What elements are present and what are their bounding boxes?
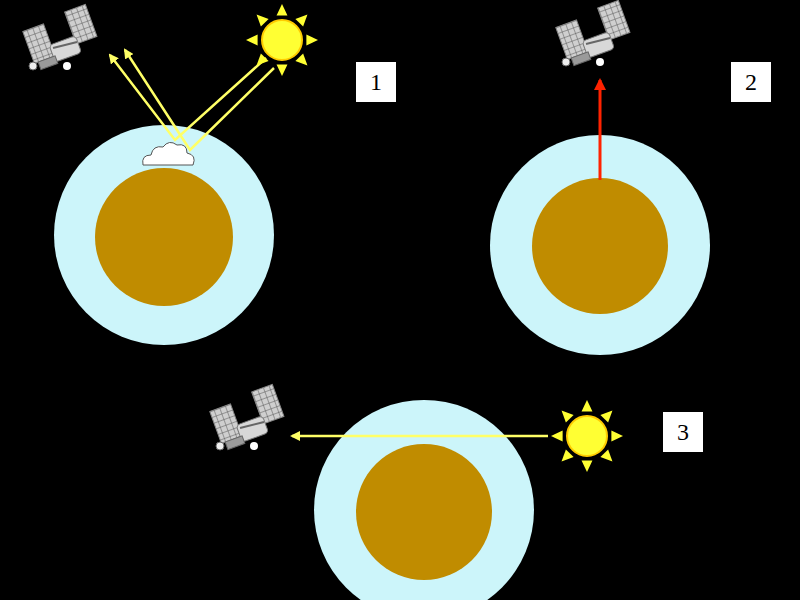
emitted-ray [599, 80, 602, 180]
satellite [210, 384, 284, 450]
satellite [23, 4, 97, 70]
callout-number: 2 [731, 62, 771, 102]
earth-core [95, 168, 233, 306]
sun [551, 400, 623, 472]
callout-number: 3 [663, 412, 703, 452]
sun [246, 4, 318, 76]
earth-core [532, 178, 668, 314]
callout-number: 1 [356, 62, 396, 102]
atmosphere [54, 125, 274, 345]
reflected-rays [110, 50, 274, 150]
satellite [556, 0, 630, 66]
atmosphere [314, 400, 534, 600]
earth-core [356, 444, 492, 580]
occultation-ray [292, 435, 548, 438]
